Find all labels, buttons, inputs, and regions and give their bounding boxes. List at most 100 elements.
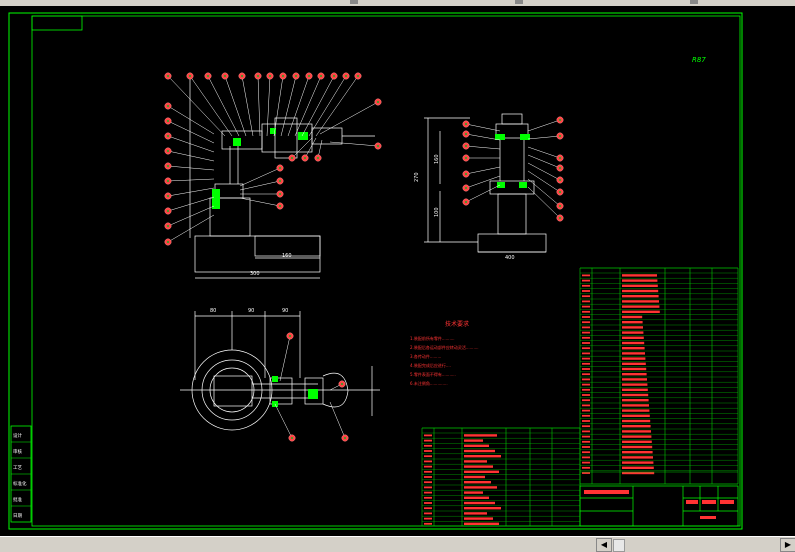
dim-label: 160 xyxy=(282,253,292,259)
horizontal-scrollbar[interactable]: ◀ ▶ xyxy=(0,536,795,552)
leader-line xyxy=(315,75,359,137)
notes-list: 1.装配前所有零件.......... 2.装配后各运动部件应转动灵活.....… xyxy=(410,335,479,386)
table-cell-text xyxy=(622,451,653,454)
leader-line xyxy=(167,150,215,162)
table-cell-text xyxy=(582,399,590,402)
note-line: 4.装配完成后应进行.... xyxy=(410,362,451,368)
table-cell-text xyxy=(582,321,590,324)
dim-label: 90 xyxy=(248,308,254,314)
part-balloon-dot xyxy=(465,187,467,189)
table-cell-text xyxy=(464,486,497,489)
side-label: 标准化 xyxy=(13,480,27,487)
leader-line xyxy=(465,145,501,150)
table-cell-text xyxy=(582,425,590,428)
leader-line xyxy=(527,119,561,132)
part-balloon-dot xyxy=(279,167,281,169)
table-cell-text xyxy=(622,388,648,391)
leader-line xyxy=(239,180,281,191)
table-cell-text xyxy=(424,502,432,504)
table-cell-text xyxy=(464,496,489,499)
table-cell-text xyxy=(424,460,432,463)
part-balloon-dot xyxy=(308,75,310,77)
table-cell-text xyxy=(582,352,590,355)
table-cell-text xyxy=(582,274,590,277)
part-balloon-dot xyxy=(465,157,467,159)
part-balloon-dot xyxy=(167,241,169,243)
leader-line xyxy=(167,205,215,227)
table-cell-text xyxy=(622,471,655,475)
part-balloon-dot xyxy=(167,150,169,152)
table-cell-text xyxy=(622,289,659,293)
leader-line xyxy=(167,135,215,153)
side-label: 批准 xyxy=(13,496,22,503)
scroll-right-icon[interactable]: ▶ xyxy=(780,538,795,552)
dim-label: 160 xyxy=(434,154,440,164)
leader-line xyxy=(274,403,293,439)
table-cell-text xyxy=(464,470,499,473)
table-cell-text xyxy=(582,342,590,344)
table-cell-text xyxy=(582,430,590,433)
leader-line xyxy=(291,137,313,159)
part-balloon-dot xyxy=(257,75,259,77)
table-cell-text xyxy=(424,470,432,473)
table-cell-text xyxy=(582,388,590,391)
part-balloon-dot xyxy=(167,195,169,197)
plan-view-highlights xyxy=(272,376,318,407)
leader-line xyxy=(189,75,233,137)
table-cell-text xyxy=(582,310,590,313)
table-cell-text xyxy=(622,279,658,282)
table-cell-text xyxy=(464,512,487,515)
parts-list-table xyxy=(579,267,739,485)
part-balloon-dot xyxy=(167,75,169,77)
table-cell-text xyxy=(622,456,653,459)
side-label: 设计 xyxy=(13,432,22,439)
part-balloon-dot xyxy=(167,105,169,107)
table-cell-text xyxy=(424,434,432,437)
drawing-outer-frame xyxy=(8,12,743,530)
leader-line xyxy=(465,175,501,189)
table-cell-text xyxy=(582,362,590,365)
leader-line xyxy=(319,101,379,135)
table-cell-text xyxy=(464,507,501,510)
table-cell-text xyxy=(464,501,495,505)
plan-view xyxy=(180,311,380,431)
part-balloon-dot xyxy=(559,167,561,169)
scroll-thumb[interactable] xyxy=(613,539,625,552)
table-cell-text xyxy=(582,326,590,329)
title-block xyxy=(579,485,739,527)
table-cell-text xyxy=(582,414,590,417)
leader-line xyxy=(329,141,379,147)
table-cell-text xyxy=(622,414,650,417)
table-cell-text xyxy=(582,440,590,443)
table-cell-text xyxy=(424,476,432,478)
table-cell-text xyxy=(424,517,432,520)
side-label: 审核 xyxy=(13,448,22,455)
table-cell-text xyxy=(622,347,645,350)
part-balloon-dot xyxy=(167,210,169,212)
leader-line xyxy=(527,135,561,140)
table-cell-text xyxy=(582,451,590,454)
table-cell-text xyxy=(424,486,432,489)
part-balloon-dot xyxy=(559,205,561,207)
scroll-left-icon[interactable]: ◀ xyxy=(596,538,612,552)
side-label: 工艺 xyxy=(13,465,22,471)
table-cell-text xyxy=(582,357,590,360)
table-cell-text xyxy=(622,383,648,386)
dim-label: 100 xyxy=(434,207,440,217)
leader-line xyxy=(527,154,561,169)
table-cell-text xyxy=(622,435,652,438)
leader-line xyxy=(167,120,215,144)
window-top-edge xyxy=(0,0,795,6)
table-cell-text xyxy=(424,455,432,458)
table-cell-text xyxy=(424,507,432,510)
cad-drawing-canvas[interactable]: R87 设计 审核 工艺 标准化 批准 日期 300 xyxy=(0,6,795,536)
table-cell-text xyxy=(582,420,590,422)
table-cell-text xyxy=(424,522,432,525)
table-cell-text xyxy=(622,373,647,376)
leader-line xyxy=(329,401,346,439)
leader-line xyxy=(465,133,501,141)
leader-line xyxy=(294,75,322,137)
leader-line xyxy=(167,187,215,197)
part-balloon-dot xyxy=(559,135,561,137)
table-cell-text xyxy=(622,399,649,402)
